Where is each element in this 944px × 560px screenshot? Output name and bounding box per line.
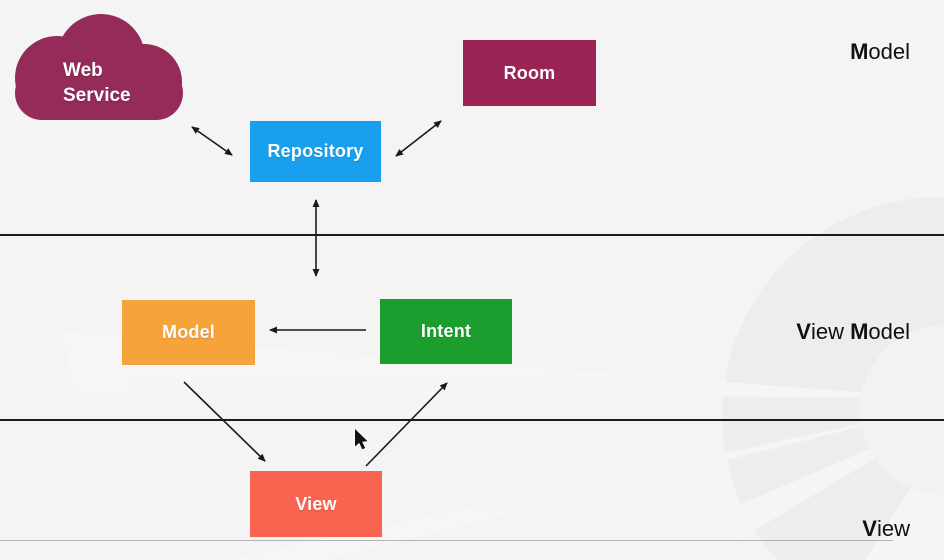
- divider-bottom: [0, 540, 893, 541]
- node-repository: Repository: [250, 121, 381, 182]
- node-label-repository: Repository: [267, 141, 364, 161]
- divider-viewmodel-view: [0, 419, 944, 421]
- node-label-view: View: [295, 493, 337, 514]
- node-model: Model: [122, 300, 255, 365]
- arrow-model-view: [183, 381, 266, 462]
- node-view: View: [250, 471, 382, 537]
- node-label-web-service: Web Service: [63, 60, 131, 106]
- layer-label-view: View: [862, 516, 910, 541]
- arrow-repository-room: [395, 120, 442, 157]
- node-label-intent: Intent: [420, 321, 472, 341]
- arrow-view-intent: [365, 382, 448, 467]
- node-label-room: Room: [503, 62, 556, 83]
- node-intent: Intent: [380, 299, 512, 364]
- arrow-webservice-repository: [191, 126, 233, 156]
- layer-label-view-model: View Model: [796, 319, 910, 344]
- layer-label-model: Model: [850, 39, 910, 64]
- divider-model-viewmodel: [0, 234, 944, 236]
- cloud-icon: [15, 14, 183, 120]
- node-label-model: Model: [162, 322, 215, 342]
- node-web-service: Web Service: [13, 14, 185, 120]
- node-room: Room: [463, 40, 596, 106]
